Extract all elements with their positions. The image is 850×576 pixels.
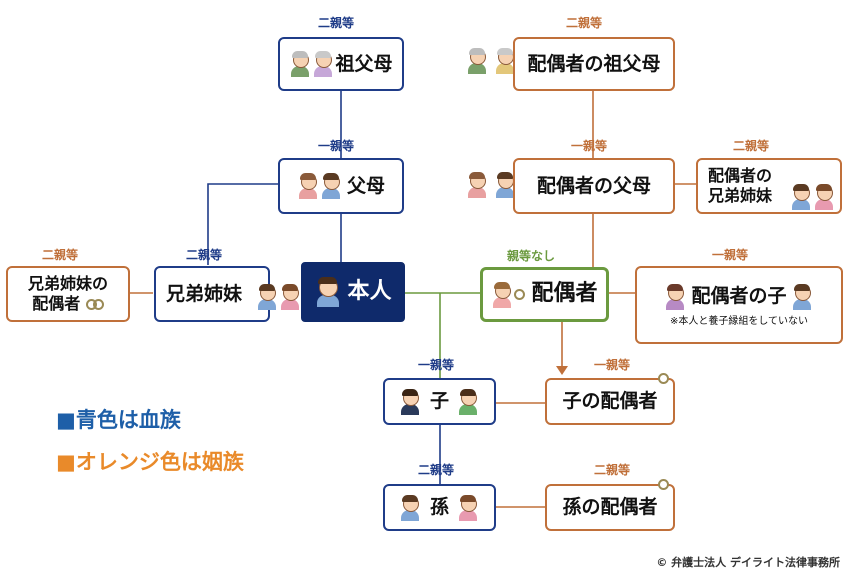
- siblings-icons: [256, 284, 302, 310]
- node-siblings-spouse-line2: 配偶者: [32, 294, 81, 313]
- degree-label-spouse-parents: 一親等: [571, 139, 608, 153]
- degree-label-spouse: 親等なし: [507, 249, 556, 263]
- spouse-parents-icons: [466, 172, 517, 198]
- node-spouse-grandparents-label: 配偶者の祖父母: [527, 52, 661, 75]
- spouse-sister-icon: [813, 184, 835, 210]
- node-parents-label: 父母: [346, 174, 385, 197]
- degree-label-grandchild-spouse: 二親等: [594, 463, 631, 477]
- node-grandchildren: 孫: [383, 484, 496, 531]
- legend-in-law: ■オレンジ色は姻族: [56, 450, 244, 474]
- spouse-siblings-icons: [790, 184, 836, 210]
- node-siblings-spouse-text: 兄弟姉妹の 配偶者: [28, 274, 108, 314]
- degree-label-siblings-spouse: 二親等: [42, 248, 79, 262]
- degree-label-spouse-siblings: 二親等: [733, 139, 770, 153]
- node-grandchild-spouse-label: 孫の配偶者: [562, 496, 658, 519]
- node-children-label: 子: [429, 390, 449, 413]
- line-parents-siblings: [207, 183, 278, 265]
- degree-label-siblings: 二親等: [186, 248, 223, 262]
- node-grandparents-label: 祖父母: [335, 52, 393, 75]
- grandmother-icon: [312, 51, 334, 77]
- node-spouse-label: 配偶者: [531, 281, 598, 307]
- node-siblings-label: 兄弟姉妹: [166, 282, 243, 305]
- node-spouse-child-label: 配偶者の子: [691, 285, 787, 308]
- node-spouse-siblings-line2: 兄弟姉妹: [708, 186, 773, 205]
- node-grandchildren-label: 孫: [429, 496, 449, 519]
- node-spouse-siblings-line1: 配偶者の: [708, 166, 773, 185]
- ring-icon: [514, 289, 526, 300]
- spouse-icon: [491, 281, 513, 308]
- granddaughter-icon: [457, 494, 479, 521]
- legend-blood: ■青色は血族: [56, 408, 181, 432]
- node-spouse-siblings-text: 配偶者の 兄弟姉妹: [708, 166, 772, 206]
- spouse-grandparents-icons: [466, 48, 517, 74]
- mother-icon: [297, 173, 319, 199]
- node-spouse-parents: 配偶者の父母: [513, 158, 675, 214]
- degree-label-parents: 一親等: [318, 139, 355, 153]
- degree-label-children: 一親等: [418, 358, 455, 372]
- node-spouse-grandparents: 配偶者の祖父母: [513, 37, 675, 91]
- node-spouse-child-row: 配偶者の子: [664, 283, 813, 310]
- father-icon: [320, 173, 342, 199]
- spouse-mother-icon: [466, 172, 488, 198]
- node-self-label: 本人: [347, 278, 392, 304]
- node-grandparents: 祖父母: [278, 37, 404, 91]
- spouse-brother-icon: [790, 184, 812, 210]
- node-siblings-spouse-line2-wrap: 配偶者: [28, 294, 108, 314]
- node-siblings: 兄弟姉妹: [154, 266, 270, 322]
- grandfather-icon: [289, 51, 311, 77]
- son-icon: [791, 283, 813, 310]
- copyright: © 弁護士法人 デイライト法律事務所: [656, 556, 840, 569]
- node-siblings-spouse: 兄弟姉妹の 配偶者: [6, 266, 130, 322]
- node-spouse-parents-label: 配偶者の父母: [536, 174, 651, 197]
- degree-label-child-spouse: 一親等: [594, 358, 631, 372]
- node-child-spouse-label: 子の配偶者: [562, 390, 658, 413]
- node-children: 子: [383, 378, 496, 425]
- degree-label-grandchildren: 二親等: [418, 463, 455, 477]
- daughter-icon: [664, 283, 686, 310]
- son-icon: [457, 388, 479, 415]
- node-grandchild-spouse: 孫の配偶者: [545, 479, 675, 531]
- node-spouse: 配偶者: [480, 267, 609, 322]
- daughter-icon: [399, 388, 421, 415]
- ring-icon: [658, 373, 669, 384]
- degree-label-grandparents: 二親等: [318, 16, 355, 30]
- node-spouse-siblings: 配偶者の 兄弟姉妹: [696, 158, 842, 214]
- node-parents: 父母: [278, 158, 404, 214]
- sister-icon: [279, 284, 301, 310]
- node-spouse-child-note: ※本人と養子縁組をしていない: [669, 315, 809, 327]
- node-self: 本人: [301, 262, 405, 322]
- node-siblings-spouse-line1: 兄弟姉妹の: [27, 274, 108, 293]
- self-icon: [314, 277, 342, 307]
- arrow-head: [556, 366, 568, 375]
- brother-icon: [256, 284, 278, 310]
- node-spouse-child: 配偶者の子 ※本人と養子縁組をしていない: [635, 266, 843, 344]
- degree-label-spouse-grandparents: 二親等: [566, 16, 603, 30]
- ring-icon: [658, 479, 669, 490]
- spouse-grandfather-icon: [466, 48, 488, 74]
- grandson-icon: [399, 494, 421, 521]
- ring-icon: [92, 299, 104, 310]
- node-child-spouse: 子の配偶者: [545, 373, 675, 425]
- degree-label-spouse-child: 一親等: [712, 248, 749, 262]
